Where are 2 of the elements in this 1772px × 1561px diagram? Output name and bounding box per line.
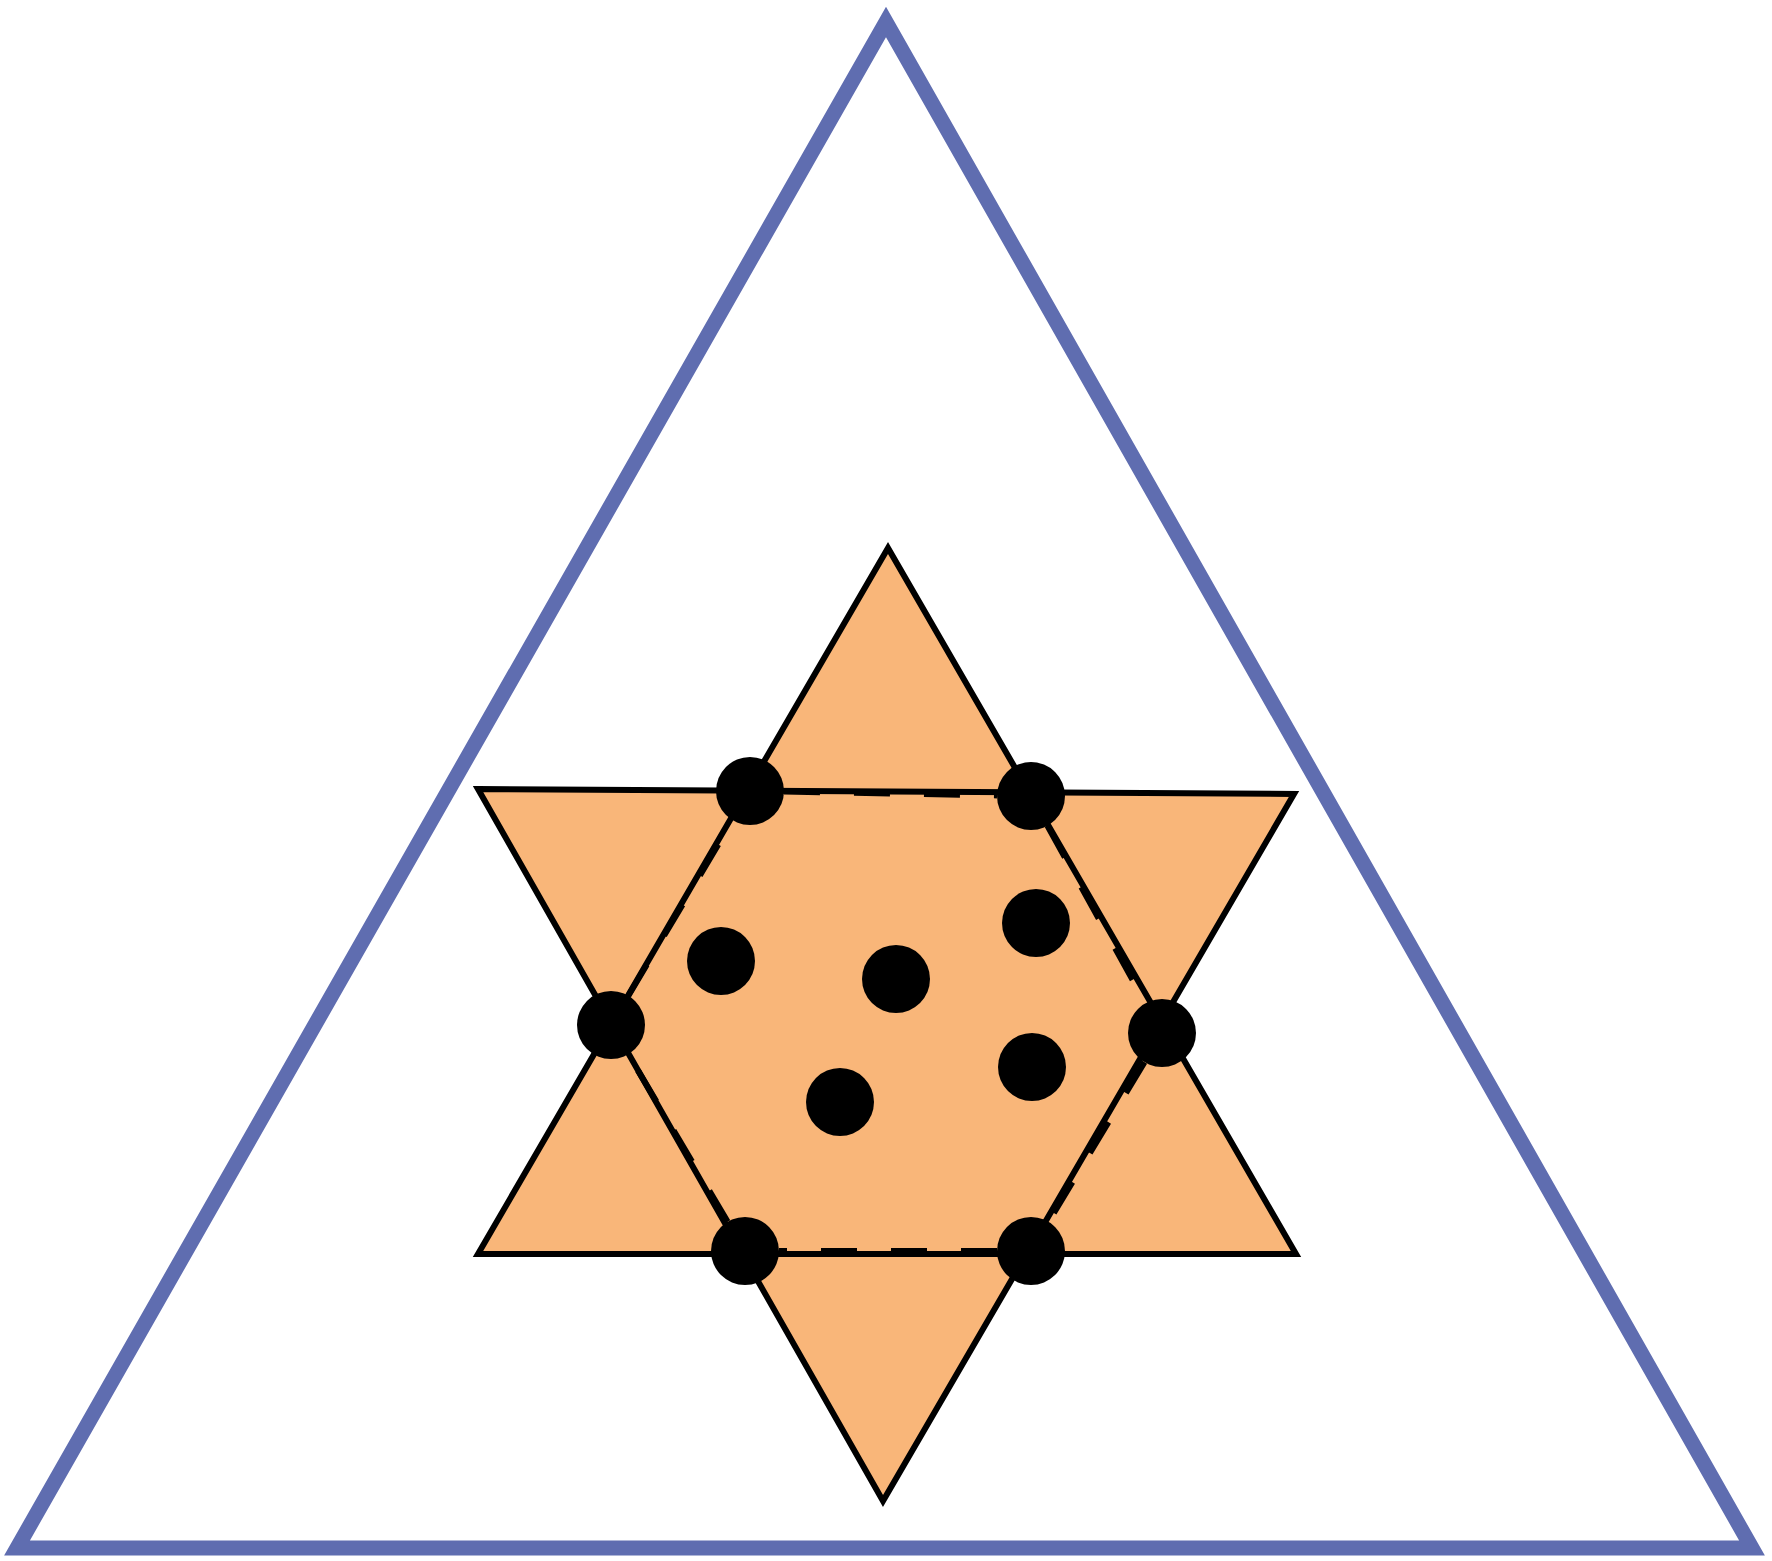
dashed-line	[783, 788, 998, 799]
dashed-line	[779, 1248, 997, 1254]
